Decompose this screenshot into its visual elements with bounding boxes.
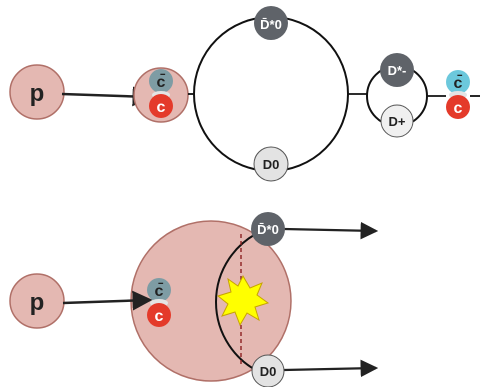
- top-final-anti-charm-quark: [446, 70, 470, 94]
- bottom-charm-quark: [147, 303, 171, 327]
- top-final-charm-label: c: [454, 100, 463, 117]
- top-loop-upper-meson: [254, 6, 288, 40]
- top-anti-charm-quark: [149, 69, 173, 93]
- top-charm-quark: [149, 94, 173, 118]
- bottom-anti-charm-label: c̄: [155, 281, 164, 300]
- bottom-incoming-arrow: [62, 290, 153, 311]
- bottom-anti-charm-quark: [147, 278, 171, 302]
- top-final-charm-quark: [446, 95, 470, 119]
- top-final-anti-charm-label: c̄: [454, 73, 463, 92]
- bottom-charm-label: c: [155, 308, 164, 325]
- bottom-lower-meson: [251, 354, 285, 387]
- bottom-meson-arc: [215, 229, 265, 375]
- top-inner-lower-meson-label: D+: [389, 114, 406, 129]
- bottom-lower-meson-label: D0: [260, 364, 277, 379]
- bottom-proton-label: p: [30, 289, 45, 316]
- top-proton: [9, 64, 65, 120]
- top-charm-label: c: [157, 99, 166, 116]
- bottom-upper-outgoing-arrow: [283, 221, 379, 240]
- top-panel: p c̄ c D̄*0 D0 D*- D+ c̄: [9, 6, 480, 182]
- top-loop-lower-meson-label: D0: [263, 157, 280, 172]
- top-proton-label: p: [30, 80, 45, 107]
- top-inner-lower-meson: [380, 104, 414, 138]
- top-inner-upper-meson-label: D*-: [388, 63, 407, 78]
- bottom-proton: [9, 273, 65, 329]
- top-anti-charm-label: c̄: [157, 72, 166, 91]
- bottom-lower-outgoing-arrow: [283, 359, 379, 378]
- bottom-upper-meson: [251, 212, 285, 246]
- bottom-panel: p c̄ c D̄*0 D0: [9, 212, 379, 387]
- top-loop-upper-meson-label: D̄*0: [260, 17, 282, 32]
- top-inner-upper-meson: [380, 53, 414, 87]
- top-loop-lower-meson: [253, 146, 289, 182]
- bottom-upper-meson-label: D̄*0: [257, 222, 279, 237]
- explosion-icon: [216, 274, 270, 327]
